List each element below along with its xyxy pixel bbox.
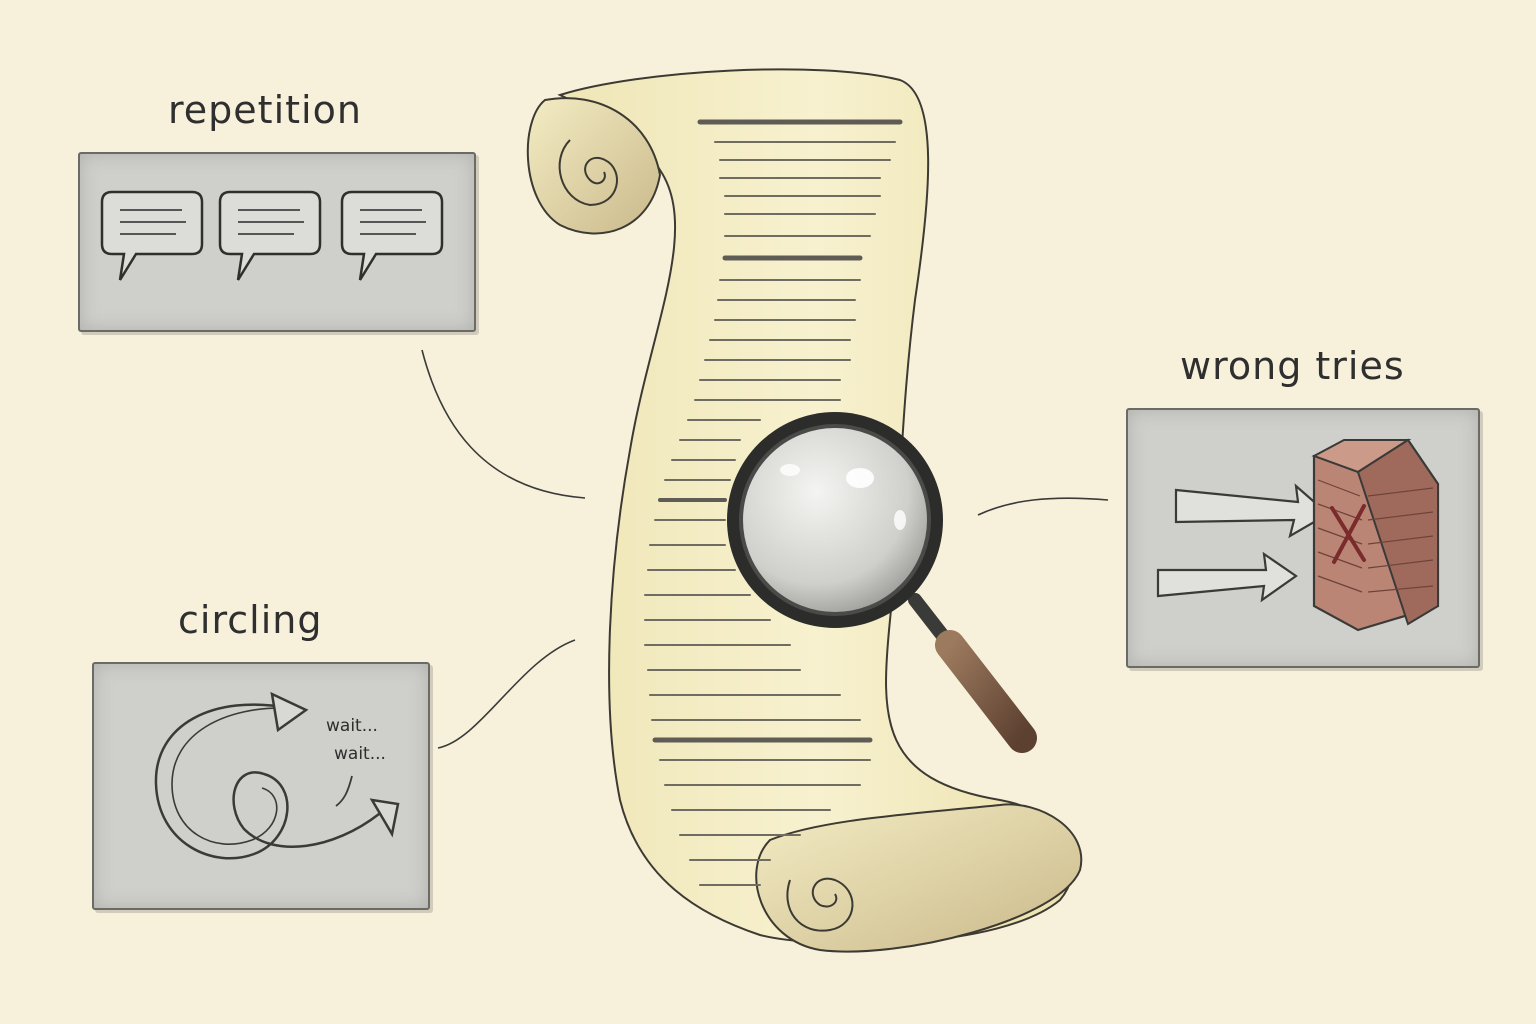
magnifying-glass-icon bbox=[727, 412, 1037, 753]
repetition-label: repetition bbox=[168, 88, 362, 132]
arrow-icon bbox=[1174, 483, 1330, 539]
arrow-icon bbox=[270, 691, 309, 733]
repetition-panel bbox=[78, 152, 476, 332]
circling-label: circling bbox=[178, 598, 323, 642]
speech-bubble-icon bbox=[100, 190, 204, 281]
connector-circling bbox=[437, 639, 576, 749]
arrow-icon bbox=[369, 798, 400, 838]
wait-text-2: wait... bbox=[334, 744, 386, 764]
speech-tick bbox=[335, 775, 353, 807]
speech-bubble-icon bbox=[218, 190, 322, 281]
x-mark-icon bbox=[1330, 504, 1366, 564]
scroll-text-lines bbox=[644, 119, 903, 886]
wrong-tries-label: wrong tries bbox=[1180, 344, 1405, 388]
circling-panel: wait... wait... bbox=[92, 662, 430, 910]
circular-arrow-icon bbox=[154, 703, 380, 860]
arrow-icon bbox=[1156, 551, 1298, 603]
brick-wall-icon bbox=[1311, 438, 1440, 632]
connector-wrong-tries bbox=[977, 497, 1109, 516]
speech-bubble-icon bbox=[340, 190, 444, 281]
connector-repetition bbox=[421, 349, 586, 499]
wait-text-1: wait... bbox=[326, 716, 378, 736]
wrong-tries-panel bbox=[1126, 408, 1480, 668]
